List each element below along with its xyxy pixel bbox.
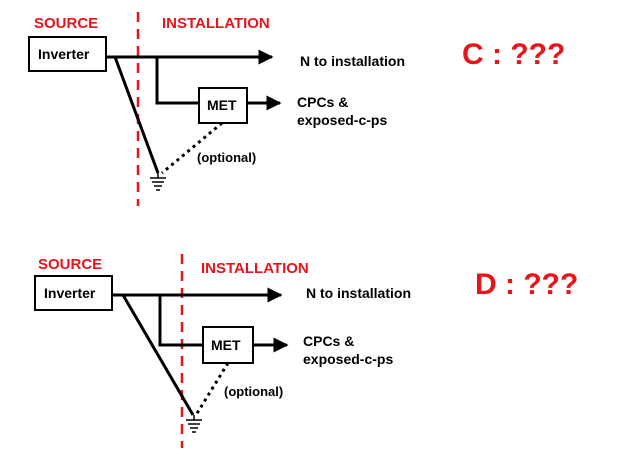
optional-link <box>194 362 230 416</box>
earth-symbol-icon <box>186 415 202 433</box>
neutral-label: N to installation <box>300 53 405 69</box>
cpc-label-line1: CPCs & <box>303 333 354 349</box>
diagram-c: SOURCE INSTALLATION Inverter N to instal… <box>28 12 565 206</box>
inverter-box <box>34 275 113 311</box>
installation-label: INSTALLATION <box>162 15 270 32</box>
question-label: C : ??? <box>462 38 565 71</box>
cpc-label-line1: CPCs & <box>297 94 348 110</box>
installation-label: INSTALLATION <box>201 260 309 277</box>
earth-conductor <box>121 294 195 416</box>
neutral-label: N to installation <box>306 285 411 301</box>
met-label: MET <box>211 337 241 353</box>
diagram-d: SOURCE INSTALLATION Inverter N to instal… <box>34 254 578 448</box>
met-label: MET <box>207 97 237 113</box>
earth-conductor <box>113 56 160 174</box>
question-label: D : ??? <box>475 268 578 301</box>
cpc-label-line2: exposed-c-ps <box>297 112 387 128</box>
optional-label: (optional) <box>224 384 283 399</box>
inverter-box <box>28 36 107 72</box>
optional-label: (optional) <box>197 150 256 165</box>
met-box <box>198 87 248 124</box>
cpc-label-line2: exposed-c-ps <box>303 351 393 367</box>
inverter-label: Inverter <box>38 46 90 62</box>
earth-symbol-icon <box>150 173 166 191</box>
source-label: SOURCE <box>38 256 102 273</box>
inverter-label: Inverter <box>44 285 96 301</box>
optional-link <box>161 121 223 175</box>
met-connection <box>158 295 203 347</box>
source-label: SOURCE <box>34 15 98 32</box>
met-connection <box>155 57 199 105</box>
